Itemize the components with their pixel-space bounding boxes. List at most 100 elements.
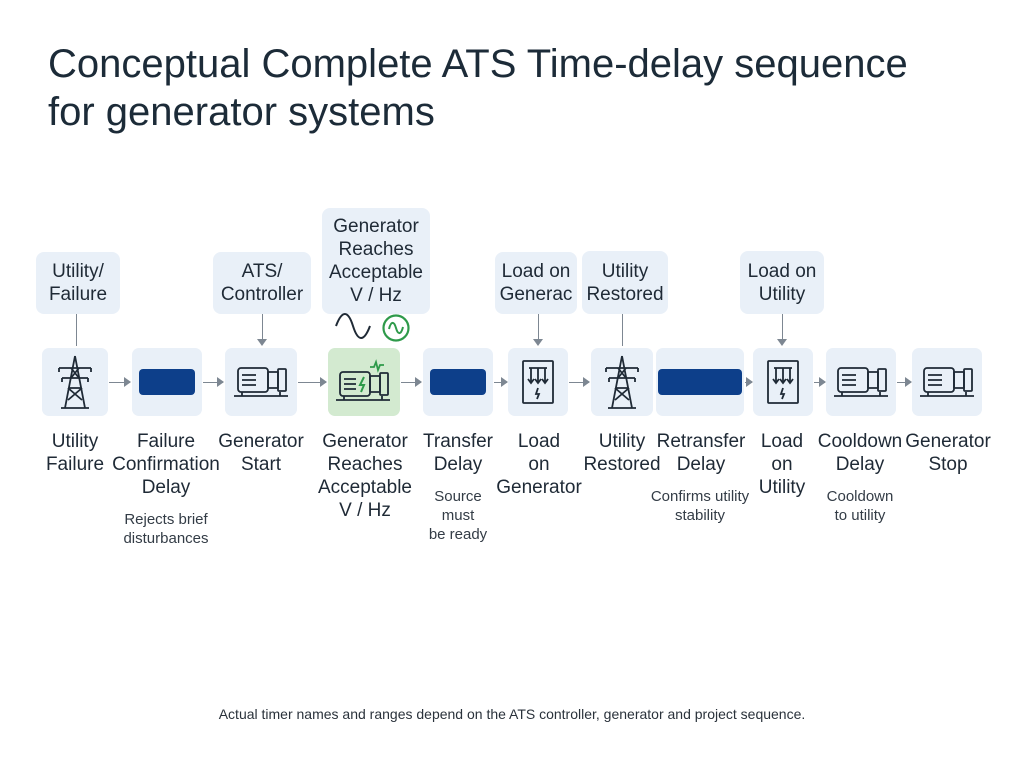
sine-wave-icon <box>335 313 371 339</box>
page-title: Conceptual Complete ATS Time-delay seque… <box>48 40 988 136</box>
label-line: Acceptable <box>317 477 412 498</box>
label-line: Utility <box>51 431 99 452</box>
callout-generator-reaches: Generator Reaches Acceptable V / Hz <box>322 208 430 314</box>
callout-line: V / Hz <box>350 285 402 306</box>
step-generator-stop-node <box>912 348 982 416</box>
flow-arrow <box>109 377 131 387</box>
note-line: Source <box>434 488 482 505</box>
step-load-on-generator-node <box>508 348 568 416</box>
step-label-retransfer-delay: Retransfer Delay <box>654 430 748 476</box>
callout-line: ATS/ <box>241 261 283 282</box>
generator-icon <box>834 367 888 397</box>
step-utility-failure-node <box>42 348 108 416</box>
callout-line: Restored <box>586 283 664 305</box>
callout-line: Generac <box>499 284 573 305</box>
connector-line <box>782 314 783 340</box>
label-line: Delay <box>835 454 885 475</box>
step-retransfer-delay-node <box>656 348 744 416</box>
step-transfer-delay-node <box>423 348 493 416</box>
callout-line: Acceptable <box>328 262 423 283</box>
note-line: stability <box>674 507 726 524</box>
connector-line <box>262 314 263 340</box>
note-line: to utility <box>834 507 886 524</box>
label-line: Utility <box>758 477 806 498</box>
callout-load-on-utility: Load on Utility <box>740 251 824 314</box>
callout-line: Generator <box>333 216 419 237</box>
transmission-tower-icon <box>605 355 639 409</box>
label-line: Generator <box>218 431 304 452</box>
footnote: Actual timer names and ranges depend on … <box>218 706 806 722</box>
callout-ats-controller: ATS/ Controller <box>213 252 311 314</box>
callout-line: Load on <box>501 261 571 282</box>
label-line: Load <box>760 431 804 452</box>
step-generator-start-node <box>225 348 297 416</box>
label-line: Confirmation <box>112 454 220 475</box>
transmission-tower-icon <box>58 355 92 409</box>
step-utility-restored-node <box>591 348 653 416</box>
label-line: Delay <box>141 477 191 498</box>
callout-line: Reaches <box>338 239 414 260</box>
note-line: must <box>441 507 475 524</box>
note-rejects-brief: Rejects brief disturbances <box>110 510 222 548</box>
label-line: Failure <box>45 454 105 475</box>
step-label-generator-start: Generator Start <box>214 430 308 476</box>
callout-line: Load on <box>747 260 817 282</box>
callout-line: Utility <box>601 260 649 282</box>
step-label-load-on-generator: Load on Generator <box>494 430 584 499</box>
delay-bar <box>658 369 742 395</box>
generator-icon <box>234 367 288 397</box>
generator-icon <box>920 367 974 397</box>
callout-load-on-generator: Load on Generac <box>495 252 577 314</box>
label-line: Start <box>240 454 282 475</box>
label-line: Cooldown <box>817 431 903 452</box>
flow-arrow <box>494 377 508 387</box>
generator-icon <box>336 359 390 401</box>
label-line: Restored <box>583 454 661 475</box>
callout-utility-restored: Utility Restored <box>582 251 668 314</box>
flow-arrow <box>203 377 224 387</box>
note-line: Cooldown <box>826 488 894 505</box>
label-line: Delay <box>676 454 726 475</box>
callout-utility-failure: Utility/ Failure <box>36 252 120 314</box>
step-cooldown-delay-node <box>826 348 896 416</box>
callout-line: Failure <box>48 284 108 305</box>
connector-line <box>538 314 539 340</box>
step-label-cooldown-delay: Cooldown Delay <box>814 430 906 476</box>
label-line: Delay <box>433 454 483 475</box>
note-source-ready: Source must be ready <box>418 487 498 544</box>
note-line: Rejects brief <box>124 511 208 528</box>
label-line: Stop <box>928 454 968 475</box>
note-cooldown: Cooldown to utility <box>814 487 906 525</box>
flow-arrow <box>298 377 327 387</box>
transfer-switch-icon <box>767 360 799 404</box>
step-label-transfer-delay: Transfer Delay <box>416 430 500 476</box>
step-generator-reaches-node <box>328 348 400 416</box>
label-line: V / Hz <box>339 500 391 521</box>
delay-bar <box>139 369 195 395</box>
callout-line: Controller <box>220 284 304 305</box>
label-line: on <box>528 454 550 475</box>
delay-bar <box>430 369 486 395</box>
connector-line <box>76 314 77 346</box>
callout-line: Utility/ <box>52 261 104 282</box>
flow-arrow <box>814 377 826 387</box>
frequency-meter-icon <box>382 314 410 342</box>
arrow-down-icon <box>533 339 543 346</box>
label-line: Retransfer <box>656 431 746 452</box>
label-line: Transfer <box>422 431 494 452</box>
callout-line: Utility <box>758 283 806 305</box>
note-line: be ready <box>428 526 488 543</box>
connector-line <box>622 314 623 346</box>
flow-arrow <box>745 377 753 387</box>
step-label-utility-failure: Utility Failure <box>30 430 120 476</box>
arrow-down-icon <box>257 339 267 346</box>
step-label-generator-reaches: Generator Reaches Acceptable V / Hz <box>314 430 416 522</box>
label-line: Reaches <box>327 454 403 475</box>
step-label-utility-restored: Utility Restored <box>580 430 664 476</box>
label-line: Failure <box>136 431 196 452</box>
note-line: Confirms utility <box>650 488 750 505</box>
title-line-1: Conceptual Complete ATS Time-delay seque… <box>48 42 908 86</box>
step-load-on-utility-node <box>753 348 813 416</box>
label-line: Utility <box>598 431 646 452</box>
step-label-generator-stop: Generator Stop <box>902 430 994 476</box>
